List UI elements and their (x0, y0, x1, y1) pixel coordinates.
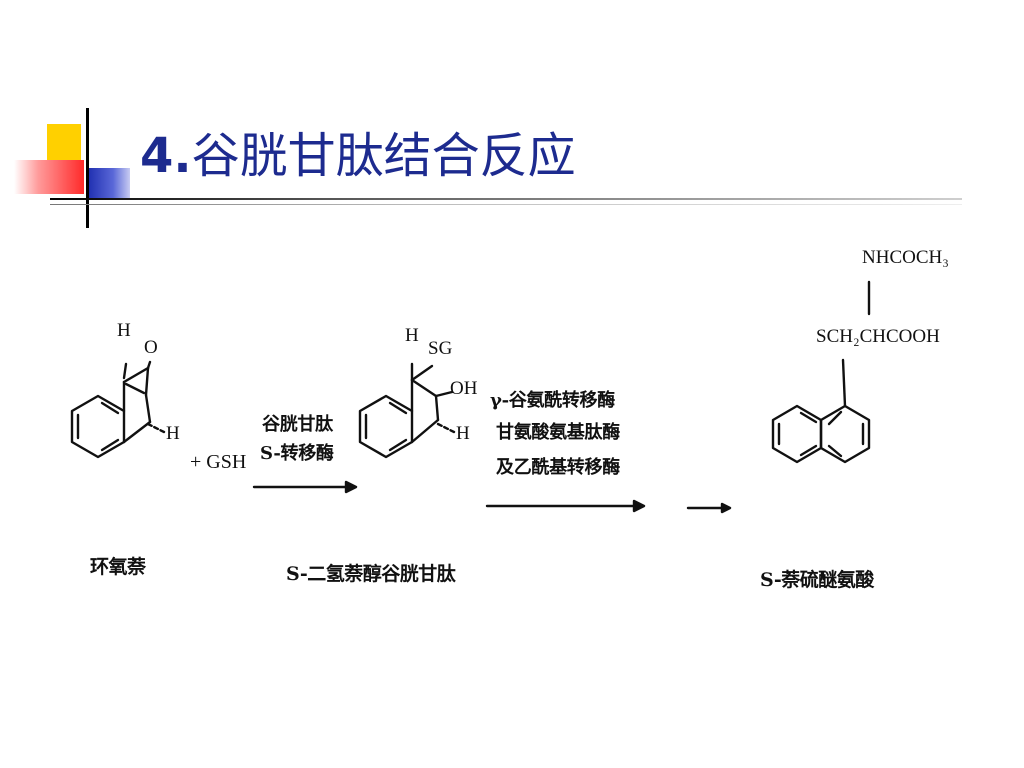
title-underline (50, 198, 962, 200)
intermediate-atom-h-side: H (456, 423, 470, 444)
step2-enzyme-line2: 甘氨酸氨基肽酶 (496, 422, 620, 443)
intermediate-structure (358, 362, 456, 459)
reactant-atom-h-side: H (166, 423, 180, 444)
reactant-atom-h-top: H (117, 320, 131, 341)
reagent-gsh: + GSH (190, 451, 247, 473)
title-number: 4. (140, 128, 192, 184)
reactant-label: 环氧萘 (90, 556, 146, 578)
intermediate-label: S-二氢萘醇谷胱甘肽 (286, 563, 456, 585)
intermediate-atom-h-top: H (405, 325, 419, 346)
step1-enzyme-line2: S-转移酶 (260, 443, 334, 464)
product-group-bottom: SCH₂CHCOOH (816, 326, 940, 347)
intermediate-atom-oh: OH (450, 378, 478, 399)
arrow-step3-head (720, 502, 732, 514)
step2-enzyme-line1: γ-谷氨酰转移酶 (490, 390, 615, 411)
arrow-step1-head (344, 480, 358, 494)
slide-title: 4.谷胱甘肽结合反应 (140, 124, 576, 188)
decor-blue-square (88, 168, 130, 198)
reactant-structure (70, 360, 166, 459)
product-group-top: NHCOCH₃ (862, 247, 949, 268)
decor-vertical-line (86, 108, 89, 228)
reactant-atom-o: O (144, 337, 158, 358)
title-text: 谷胱甘肽结合反应 (191, 128, 576, 184)
intermediate-atom-sg: SG (428, 338, 453, 359)
product-label: S-萘硫醚氨酸 (760, 569, 874, 591)
title-underline-thin (50, 204, 962, 205)
decor-red-square (14, 160, 84, 194)
step1-enzyme-line1: 谷胱甘肽 (262, 414, 333, 435)
step2-enzyme-line3: 及乙酰基转移酶 (496, 457, 620, 478)
arrow-step2-head (632, 499, 646, 513)
product-structure (771, 280, 871, 464)
